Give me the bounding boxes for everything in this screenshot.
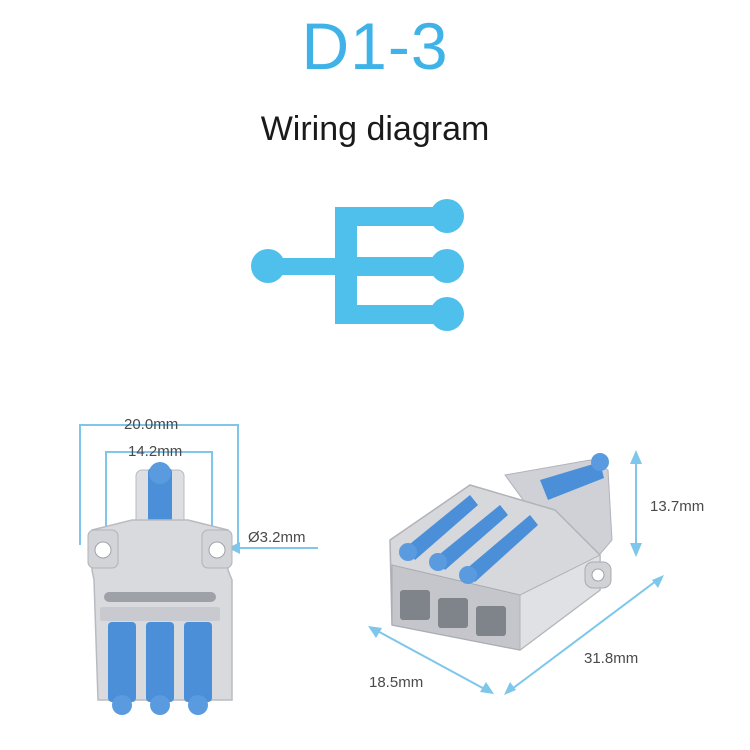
iso-arrow-heads: [368, 450, 664, 695]
iso-length-label: 31.8mm: [584, 650, 639, 667]
input-line: [268, 258, 348, 275]
output-line-1: [335, 207, 447, 226]
output-terminal-dot-3: [430, 297, 464, 331]
hole-diameter-label: Ø3.2mm: [248, 529, 306, 546]
output-terminal-dot-2: [430, 249, 464, 283]
product-model-title: D1-3: [301, 9, 449, 83]
output-terminal-dot-1: [430, 199, 464, 233]
output-line-2: [335, 257, 447, 276]
hole-arrow-head: [228, 542, 240, 554]
iso-dimension-lines: [371, 455, 661, 693]
output-line-3: [335, 305, 447, 324]
front-inner-width-label: 14.2mm: [128, 443, 183, 460]
front-outer-width-label: 20.0mm: [124, 416, 179, 433]
iso-height-label: 13.7mm: [650, 498, 705, 515]
iso-width-label: 18.5mm: [369, 674, 424, 691]
front-dimension-lines: [79, 424, 318, 549]
wiring-diagram-heading: Wiring diagram: [260, 110, 490, 148]
